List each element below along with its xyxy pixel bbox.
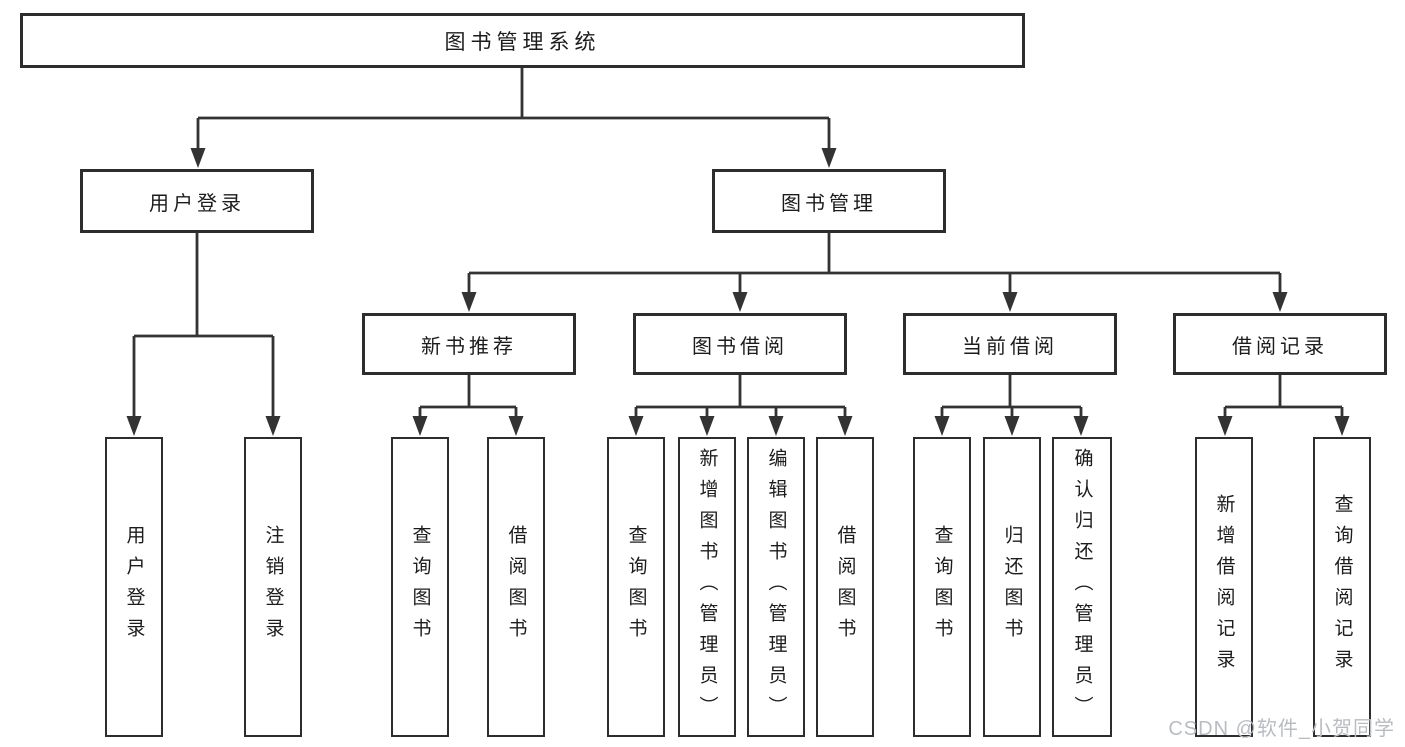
connector-book-management-to-level3 [461, 233, 1288, 312]
leaf-records-query-borrow-record: 查询借阅记录 [1313, 437, 1371, 737]
leaf-recommend-borrow-books-label: 借阅图书 [505, 525, 527, 649]
leaf-current-confirm-return-admin-label: 确认归还（管理员） [1071, 447, 1093, 727]
leaf-borrow-borrow-books-label: 借阅图书 [834, 525, 856, 649]
node-book-borrow-label: 图书借阅 [692, 335, 788, 358]
leaf-user-login: 用户登录 [105, 437, 163, 737]
csdn-watermark: CSDN @软件_小贺同学 [1168, 718, 1395, 740]
node-new-book-recommend-label: 新书推荐 [421, 335, 517, 358]
leaf-records-add-borrow-record: 新增借阅记录 [1195, 437, 1253, 737]
leaf-borrow-edit-books-admin: 编辑图书（管理员） [747, 437, 805, 737]
leaf-current-return-books: 归还图书 [983, 437, 1041, 737]
leaf-records-add-borrow-record-label: 新增借阅记录 [1213, 494, 1235, 680]
leaf-recommend-query-books-label: 查询图书 [409, 525, 431, 649]
node-root-library-system: 图书管理系统 [20, 13, 1025, 68]
leaf-borrow-add-books-admin-label: 新增图书（管理员） [696, 447, 718, 727]
leaf-recommend-borrow-books: 借阅图书 [487, 437, 545, 737]
leaf-borrow-query-books: 查询图书 [607, 437, 665, 737]
connector-current-to-leaves [934, 375, 1089, 436]
node-book-management: 图书管理 [712, 169, 946, 233]
node-borrow-records-label: 借阅记录 [1232, 335, 1328, 358]
node-book-management-label: 图书管理 [781, 192, 877, 215]
connector-root-to-level2 [190, 68, 837, 168]
leaf-recommend-query-books: 查询图书 [391, 437, 449, 737]
node-current-borrow-label: 当前借阅 [962, 335, 1058, 358]
node-new-book-recommend: 新书推荐 [362, 313, 576, 375]
node-user-login: 用户登录 [80, 169, 314, 233]
node-root-label: 图书管理系统 [444, 30, 601, 54]
leaf-borrow-query-books-label: 查询图书 [625, 525, 647, 649]
leaf-borrow-add-books-admin: 新增图书（管理员） [678, 437, 736, 737]
leaf-logout: 注销登录 [244, 437, 302, 737]
leaf-current-return-books-label: 归还图书 [1001, 525, 1023, 649]
connector-recommend-to-leaves [412, 375, 524, 436]
leaf-current-query-books-label: 查询图书 [931, 525, 953, 649]
connector-borrow-to-leaves [628, 375, 853, 436]
node-borrow-records: 借阅记录 [1173, 313, 1387, 375]
leaf-logout-label: 注销登录 [262, 525, 284, 649]
node-current-borrow: 当前借阅 [903, 313, 1117, 375]
leaf-user-login-label: 用户登录 [123, 525, 145, 649]
leaf-borrow-edit-books-admin-label: 编辑图书（管理员） [765, 447, 787, 727]
leaf-records-query-borrow-record-label: 查询借阅记录 [1331, 494, 1353, 680]
leaf-current-confirm-return-admin: 确认归还（管理员） [1052, 437, 1112, 737]
leaf-current-query-books: 查询图书 [913, 437, 971, 737]
connector-records-to-leaves [1217, 375, 1350, 436]
node-book-borrow: 图书借阅 [633, 313, 847, 375]
leaf-borrow-borrow-books: 借阅图书 [816, 437, 874, 737]
node-user-login-label: 用户登录 [149, 192, 245, 215]
connector-user-login-to-leaves [126, 233, 281, 436]
